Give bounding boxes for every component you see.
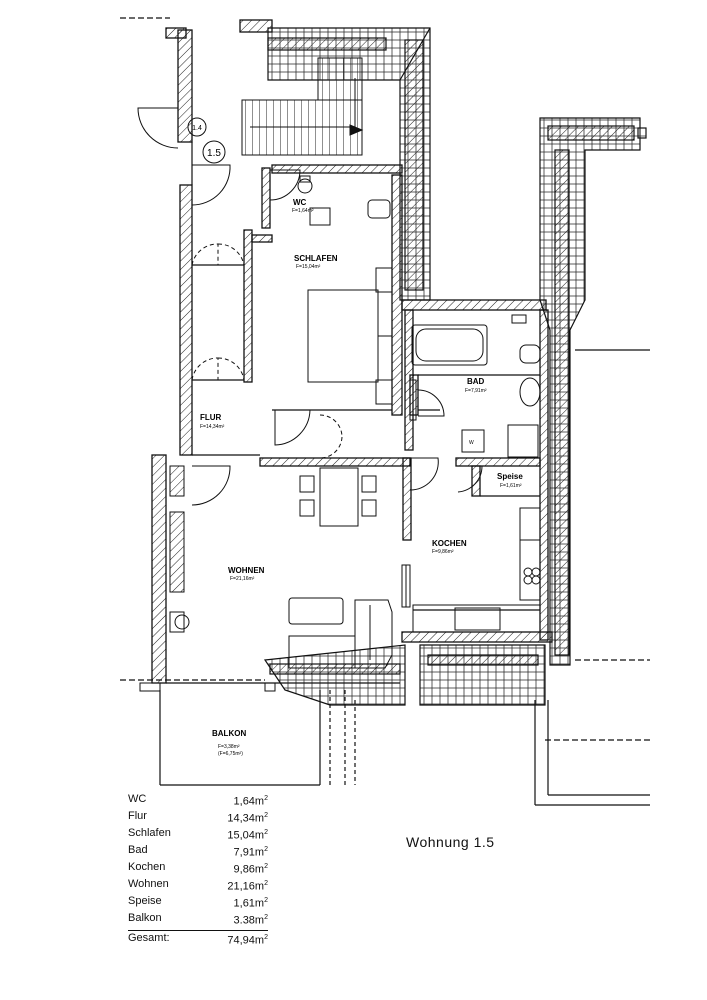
area-value: 3.38m [233,915,265,928]
washer-label: W [469,440,474,446]
sofa [288,597,393,669]
area-total-label: Gesamt: [128,931,170,944]
area-total-value: 74,94m [227,934,265,947]
kitchen-counter [412,507,541,633]
bathroom-fixtures [411,314,541,458]
area-unit-exponent: 2 [264,897,268,905]
room-area-speise: F=1,61m² [500,483,522,489]
area-unit-exponent: 2 [264,829,268,837]
room-name-flur: FLUR [200,413,222,422]
room-area-schlafen: F=15,04m² [296,264,321,270]
area-unit-exponent: 2 [264,846,268,854]
area-table: WC 1,64m2 Flur 14,34m2 Schlafen 15,04m2 … [128,792,268,948]
area-row-kochen: Kochen 9,86m2 [128,860,268,877]
area-label: Schlafen [128,827,171,840]
dining-set [299,467,377,527]
unit-marker: 1.5 [207,148,221,159]
unit-title: Wohnung 1.5 [406,834,495,850]
area-value: 21,16m [227,880,265,893]
area-value: 1,61m [233,898,265,911]
interior-lines [120,17,650,806]
area-row-wohnen: Wohnen 21,16m2 [128,877,268,894]
room-name-wohnen: WOHNEN [228,566,265,575]
room-name-wc: WC [293,198,307,207]
doors [137,107,483,506]
area-value: 1,64m [233,795,265,808]
area-row-balkon: Balkon 3.38m2 [128,911,268,928]
area-label: Bad [128,844,148,857]
area-unit-exponent: 2 [264,880,268,888]
roof-structure-right [539,117,647,666]
area-label: Kochen [128,861,166,874]
bedroom-furniture [297,175,393,405]
staircase [241,57,364,156]
area-row-bad: Bad 7,91m2 [128,843,268,860]
unit-markers [187,117,226,164]
area-label: Flur [128,810,147,823]
area-value: 9,86m [233,863,265,876]
roof-structure-bottom [263,644,546,706]
room-area-balkon-alt: (F=6,75m²) [218,751,243,757]
area-value: 15,04m [227,829,265,842]
room-area-flur: F=14,34m² [200,424,225,430]
area-row-schlafen: Schlafen 15,04m2 [128,826,268,843]
outer-walls [151,19,553,684]
area-label: Wohnen [128,878,169,891]
area-unit-exponent: 2 [264,863,268,871]
room-name-schlafen: SCHLAFEN [294,254,338,263]
room-name-bad: BAD [467,377,485,386]
room-name-balkon: BALKON [212,729,246,738]
area-row-flur: Flur 14,34m2 [128,809,268,826]
area-row-speise: Speise 1,61m2 [128,894,268,911]
room-area-balkon: F=3,38m² [218,744,240,750]
windows [139,379,417,692]
area-value: 7,91m [233,846,265,859]
area-value: 14,34m [227,812,265,825]
area-unit-exponent: 2 [264,812,268,820]
roof-structure-top [267,27,431,301]
room-name-speise: Speise [497,472,523,481]
room-area-wohnen: F=21,16m² [230,576,255,582]
room-name-kochen: KOCHEN [432,539,467,548]
area-row-total: Gesamt: 74,94m2 [128,929,268,948]
area-label: Speise [128,895,162,908]
living-fittings [169,465,190,633]
area-row-wc: WC 1,64m2 [128,792,268,809]
area-unit-exponent: 2 [264,933,268,941]
area-label: WC [128,793,147,805]
area-unit-exponent: 2 [264,795,268,802]
area-unit-exponent: 2 [264,914,268,922]
room-area-wc: F=1,64m² [292,208,314,214]
room-area-kochen: F=9,86m² [432,549,454,555]
area-label: Balkon [128,912,162,925]
stair-marker: 1.4 [192,125,202,132]
room-area-bad: F=7,91m² [465,388,487,394]
